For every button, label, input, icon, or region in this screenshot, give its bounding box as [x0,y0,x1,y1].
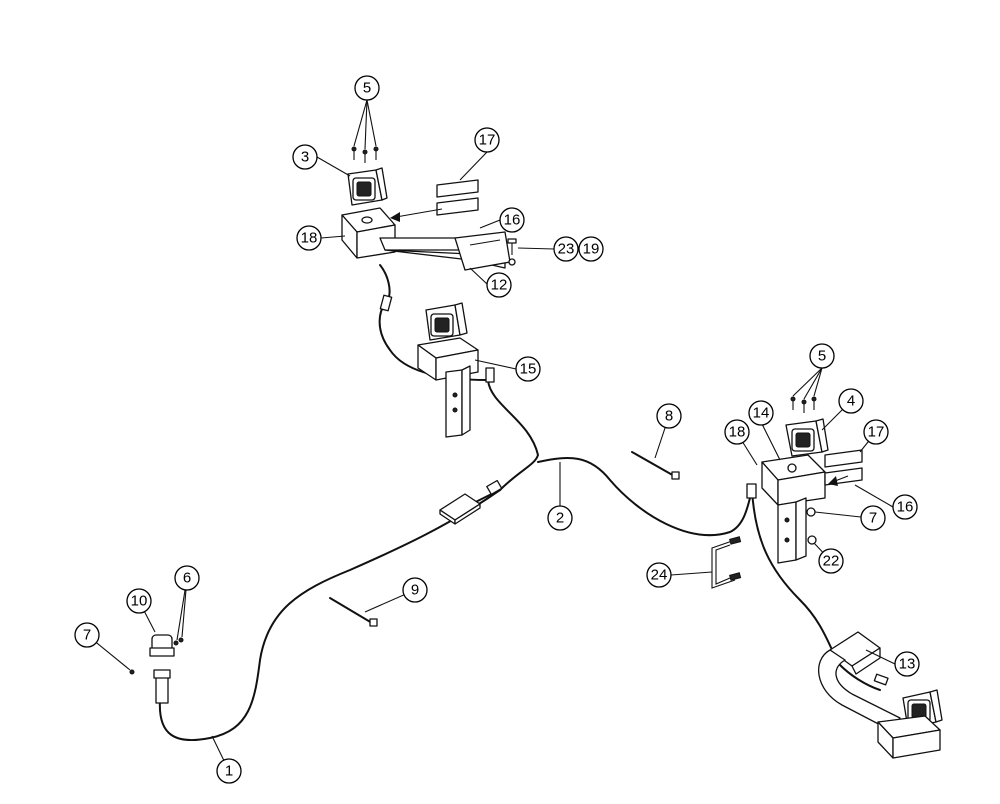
callout-12: 12 [486,272,512,298]
callout-16-right: 16 [892,494,918,520]
svg-text:7: 7 [83,627,91,644]
svg-text:13: 13 [899,656,916,673]
right-lamp-assembly [711,396,863,589]
svg-text:22: 22 [823,553,840,570]
wiring-harness [158,264,881,742]
svg-text:18: 18 [729,424,746,441]
svg-text:16: 16 [504,212,521,229]
callout-2: 2 [547,505,573,531]
callout-5-right: 5 [809,343,835,369]
callout-9: 9 [402,577,428,603]
callout-7-right: 7 [860,505,886,531]
svg-text:1: 1 [225,763,233,780]
svg-text:7: 7 [869,510,877,527]
callout-22: 22 [818,548,844,574]
svg-text:18: 18 [301,230,318,247]
callout-14: 14 [748,400,774,426]
svg-text:23: 23 [558,241,575,258]
trailer-plug [129,634,184,704]
svg-text:24: 24 [651,567,668,584]
callout-23: 23 [553,236,579,262]
svg-text:16: 16 [897,499,914,516]
svg-text:14: 14 [753,405,770,422]
svg-text:3: 3 [301,149,309,166]
top-lamp-assembly [341,146,517,271]
callout-1: 1 [216,758,242,784]
callout-8: 8 [656,403,682,429]
cable-ties [329,451,680,627]
svg-text:19: 19 [583,241,600,258]
callout-3: 3 [292,144,318,170]
svg-text:15: 15 [520,361,537,378]
callout-17-top: 17 [474,127,500,153]
callout-16-top: 16 [499,207,525,233]
svg-text:8: 8 [665,408,673,425]
callout-18-right: 18 [724,419,750,445]
leader-lines [86,99,896,772]
callout-4: 4 [838,388,864,414]
svg-text:17: 17 [868,424,885,441]
svg-text:17: 17 [479,132,496,149]
callout-17-right: 17 [863,419,889,445]
callout-7-left: 7 [74,622,100,648]
svg-text:6: 6 [183,570,191,587]
callout-19: 19 [578,236,604,262]
svg-text:5: 5 [818,348,826,365]
callout-24: 24 [646,562,672,588]
svg-text:2: 2 [556,510,564,527]
svg-text:9: 9 [411,582,419,599]
callout-10: 10 [126,588,152,614]
svg-text:10: 10 [131,593,148,610]
callout-13: 13 [894,651,920,677]
callout-5-top: 5 [354,75,380,101]
callout-6: 6 [174,565,200,591]
callout-15: 15 [515,356,541,382]
svg-text:4: 4 [847,393,855,410]
lower-lamp-assembly [818,631,943,759]
svg-text:5: 5 [363,80,371,97]
control-module [439,493,481,525]
mid-lamp-assembly [417,302,479,438]
svg-text:12: 12 [491,277,508,294]
callout-18-top: 18 [296,225,322,251]
